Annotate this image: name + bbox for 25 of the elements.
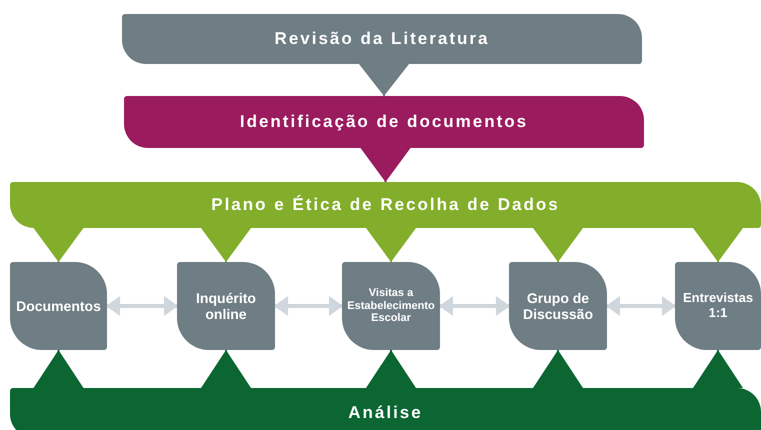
chevron-arrow xyxy=(693,228,743,262)
chevron-arrow xyxy=(360,148,410,182)
stage-banner: Plano e Ética de Recolha de Dados xyxy=(10,182,761,228)
chevron-arrow xyxy=(693,350,743,388)
method-box: Documentos xyxy=(10,262,107,350)
method-box: Entrevistas 1:1 xyxy=(675,262,761,350)
method-box: Visitas a Estabelecimento Escolar xyxy=(342,262,440,350)
chevron-arrow xyxy=(366,350,416,388)
method-box: Grupo de Discussão xyxy=(509,262,607,350)
double-arrow xyxy=(439,296,510,316)
stage-banner: Revisão da Literatura xyxy=(122,14,642,64)
chevron-arrow xyxy=(533,228,583,262)
method-box: Inquérito online xyxy=(177,262,275,350)
chevron-arrow xyxy=(359,64,409,96)
chevron-arrow xyxy=(533,350,583,388)
stage-banner: Identificação de documentos xyxy=(124,96,644,148)
double-arrow xyxy=(606,296,676,316)
chevron-arrow xyxy=(201,228,251,262)
stage-banner: Análise xyxy=(10,388,761,430)
chevron-arrow xyxy=(34,228,84,262)
chevron-arrow xyxy=(34,350,84,388)
double-arrow xyxy=(274,296,343,316)
chevron-arrow xyxy=(201,350,251,388)
double-arrow xyxy=(106,296,178,316)
chevron-arrow xyxy=(366,228,416,262)
